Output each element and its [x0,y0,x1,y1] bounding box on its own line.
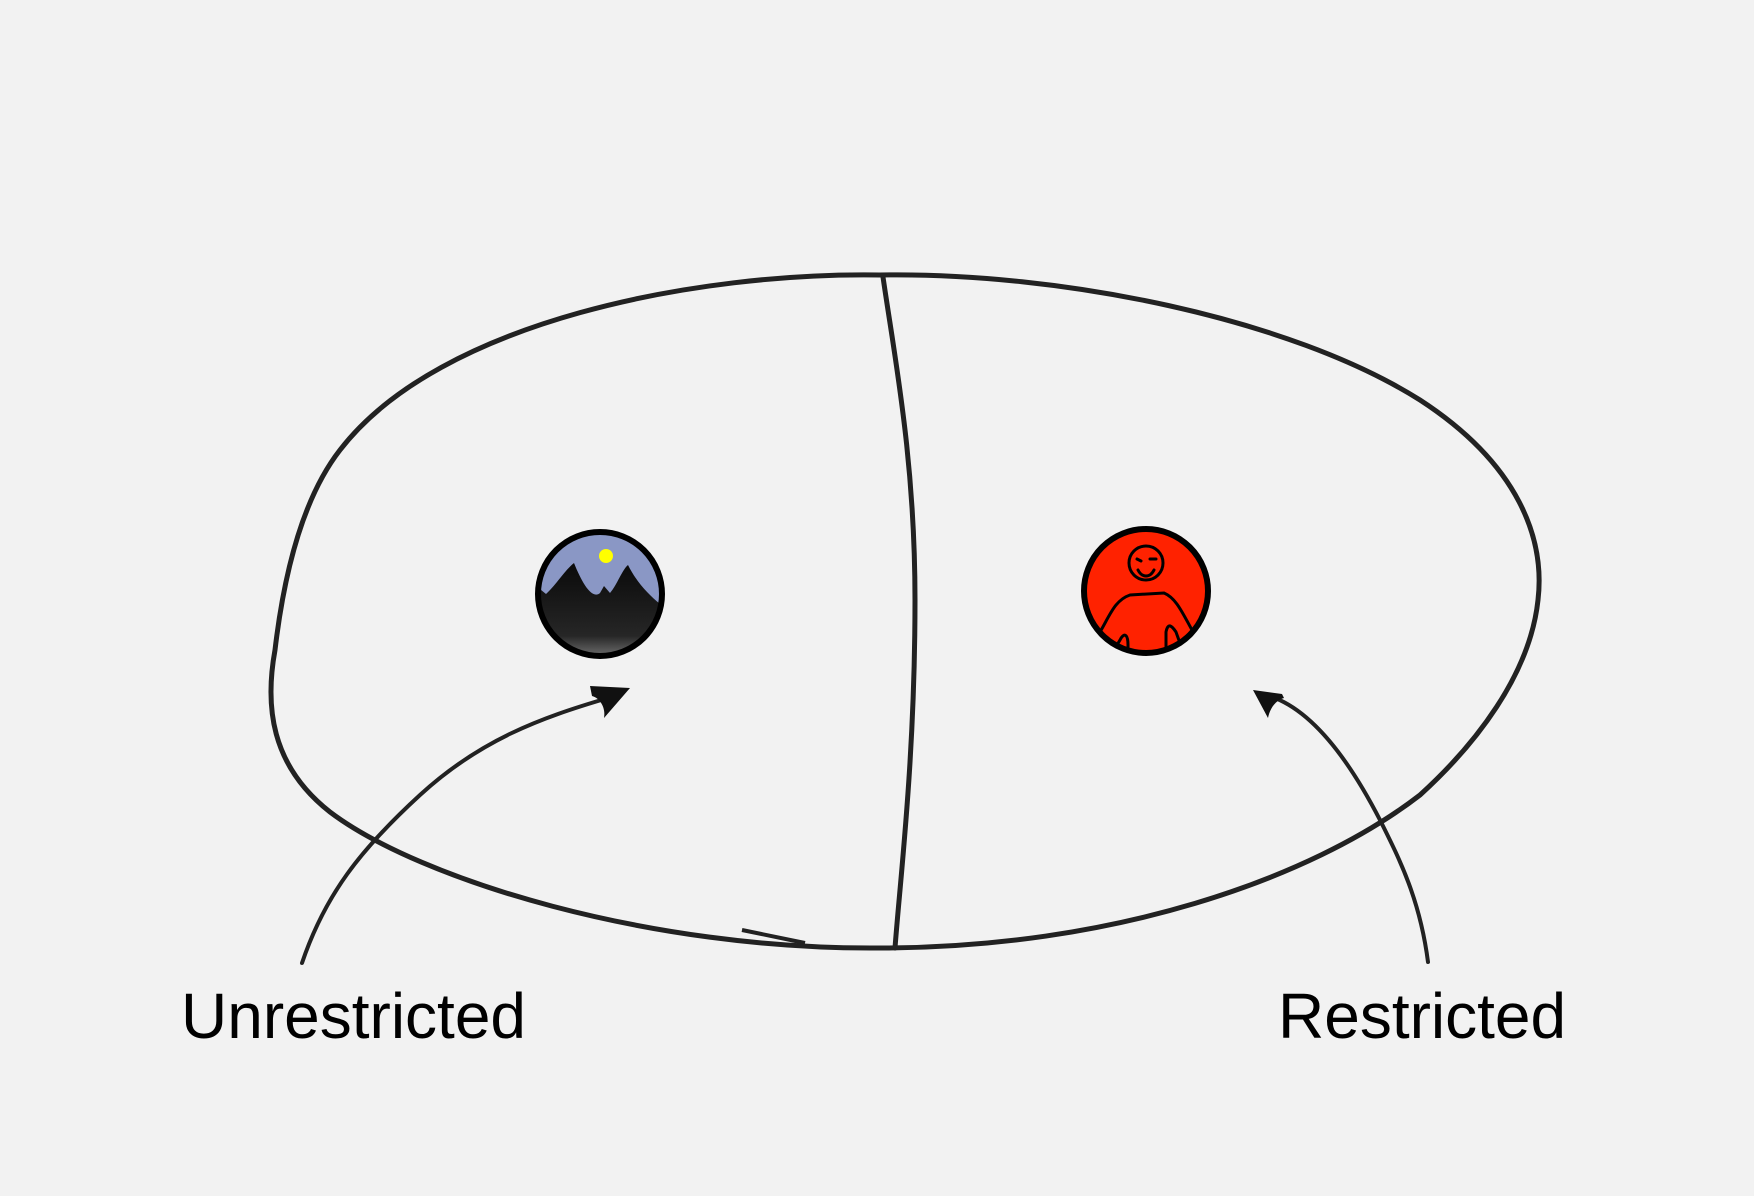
divider-line [880,274,918,951]
label-unrestricted: Unrestricted [181,980,526,1052]
arrow-restricted-head [1253,690,1284,718]
mountain-moon-icon [535,529,665,659]
ellipse-overdraw [741,928,806,945]
arrow-unrestricted-line [300,696,610,965]
label-restricted: Restricted [1278,980,1567,1052]
arrow-restricted-line [1273,696,1430,964]
person-icon [1081,526,1211,656]
arrow-unrestricted-head [590,686,630,718]
